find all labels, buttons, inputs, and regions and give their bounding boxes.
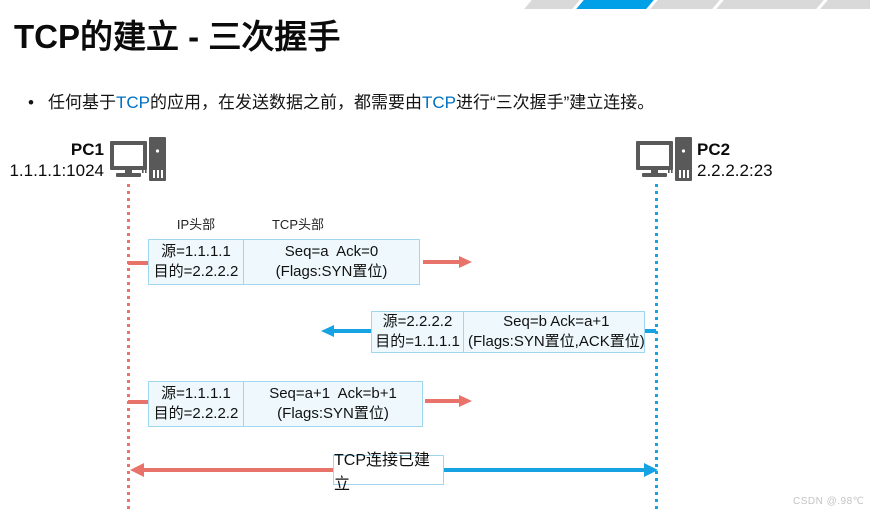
page-title: TCP的建立 - 三次握手	[14, 18, 341, 55]
tcp-header-label: TCP头部	[271, 217, 324, 232]
message3-ip-dst: 目的=2.2.2.2	[153, 405, 239, 422]
pc1-label: PC1 1.1.1.1:1024	[0, 139, 104, 181]
bullet-text-tcp: TCP	[421, 93, 456, 112]
pc2-computer-icon	[636, 137, 692, 181]
established-shaft-right	[443, 468, 645, 472]
message2-ip-header: 源=2.2.2.2 目的=1.1.1.1	[372, 312, 464, 352]
message3-arrow-shaft	[425, 399, 460, 403]
watermark: CSDN @.98℃	[793, 496, 865, 507]
message2-arrow-left-icon	[321, 325, 334, 337]
bullet-text-segment: 进行“三次握手”建立连接。	[455, 93, 655, 112]
message-box-3: 源=1.1.1.1 目的=2.2.2.2 Seq=a+1 Ack=b+1 (Fl…	[148, 381, 423, 427]
pc2-lifeline	[655, 184, 658, 513]
message1-tcp-header: Seq=a Ack=0 (Flags:SYN置位)	[244, 240, 419, 284]
deco-bar-segment	[650, 0, 720, 9]
message2-ip-src: 源=2.2.2.2	[382, 313, 453, 330]
ip-header-label: IP头部	[176, 217, 216, 232]
bullet-text-segment: 任何基于	[47, 93, 116, 112]
message-box-1: 源=1.1.1.1 目的=2.2.2.2 Seq=a Ack=0 (Flags:…	[148, 239, 420, 285]
message2-connector	[645, 329, 656, 333]
deco-bar-segment-blue	[576, 0, 654, 9]
pc2-address: 2.2.2.2:23	[697, 161, 773, 180]
message1-ip-dst: 目的=2.2.2.2	[153, 263, 239, 280]
message-box-2: 源=2.2.2.2 目的=1.1.1.1 Seq=b Ack=a+1 (Flag…	[371, 311, 645, 353]
message3-ip-src: 源=1.1.1.1	[161, 385, 231, 402]
message1-seq-ack: Seq=a Ack=0	[284, 243, 379, 260]
message1-arrow-right-icon	[459, 256, 472, 268]
bullet-text-segment: 的应用，在发送数据之前，都需要由	[149, 93, 422, 112]
deco-bar-segment	[716, 0, 824, 9]
deco-bar-segment	[820, 0, 870, 9]
message3-flags: (Flags:SYN置位)	[277, 405, 389, 422]
pc2-label: PC2 2.2.2.2:23	[697, 139, 817, 181]
established-shaft-left	[142, 468, 334, 472]
message1-ip-src: 源=1.1.1.1	[161, 243, 231, 260]
message3-connector	[128, 400, 148, 404]
established-arrow-left-icon	[130, 463, 144, 477]
message2-tcp-header: Seq=b Ack=a+1 (Flags:SYN置位,ACK置位)	[464, 312, 649, 352]
message3-ip-header: 源=1.1.1.1 目的=2.2.2.2	[149, 382, 244, 426]
pc2-name: PC2	[697, 140, 731, 159]
message3-arrow-right-icon	[459, 395, 472, 407]
message1-arrow-shaft	[423, 260, 460, 264]
message1-flags: (Flags:SYN置位)	[275, 263, 388, 280]
bullet-line: •任何基于TCP的应用，在发送数据之前，都需要由TCP进行“三次握手”建立连接。	[28, 88, 654, 113]
pc1-computer-icon	[110, 137, 166, 181]
pc1-address: 1.1.1.1:1024	[9, 161, 104, 180]
message2-flags: (Flags:SYN置位,ACK置位)	[468, 333, 645, 350]
pc1-name: PC1	[70, 140, 104, 159]
established-arrow-right-icon	[644, 463, 658, 477]
message1-connector	[128, 261, 148, 265]
message2-arrow-shaft	[333, 329, 371, 333]
bullet-text-tcp: TCP	[115, 93, 150, 112]
message2-seq-ack: Seq=b Ack=a+1	[503, 313, 610, 330]
bullet-marker: •	[28, 93, 34, 112]
message3-seq-ack: Seq=a+1 Ack=b+1	[269, 385, 397, 402]
deco-bar-segment	[524, 0, 580, 9]
message3-tcp-header: Seq=a+1 Ack=b+1 (Flags:SYN置位)	[244, 382, 422, 426]
message2-ip-dst: 目的=1.1.1.1	[375, 333, 460, 350]
message1-ip-header: 源=1.1.1.1 目的=2.2.2.2	[149, 240, 244, 284]
established-label: TCP连接已建立	[333, 452, 444, 493]
pc1-lifeline	[127, 184, 130, 512]
